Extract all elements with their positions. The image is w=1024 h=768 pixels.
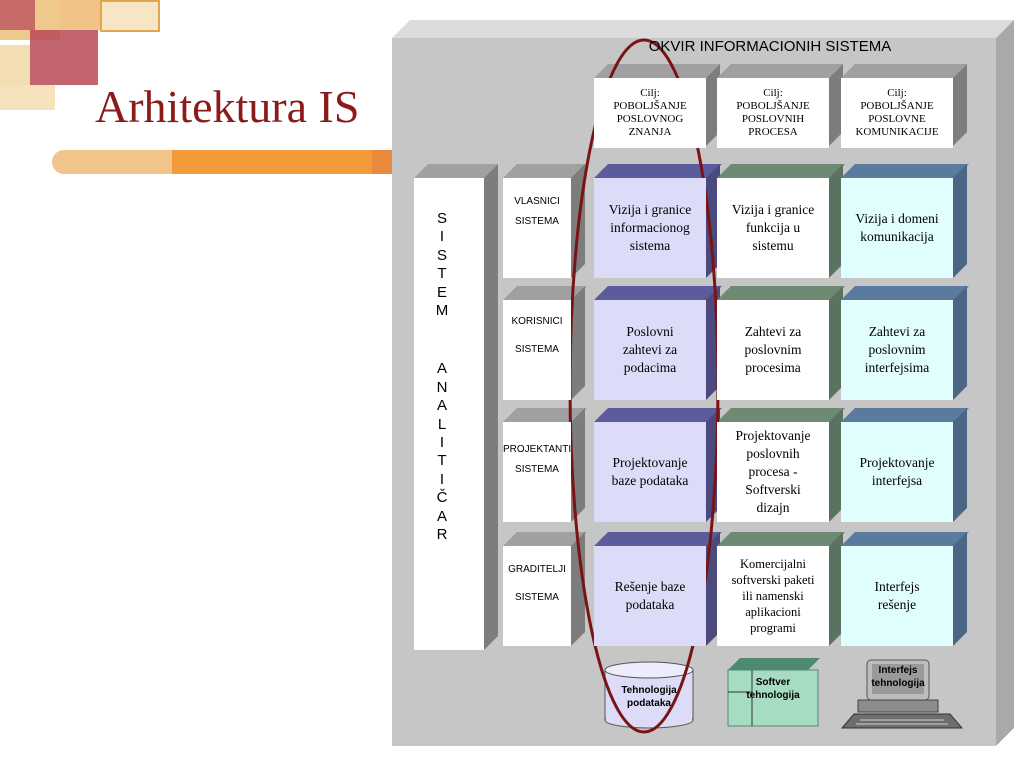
cell-text: Interfejs rešenje — [874, 579, 920, 612]
goal-line: POSLOVNOG — [616, 113, 684, 125]
goal-line: Cilj: — [763, 87, 783, 99]
cell-text: Vizija i domeni komunikacija — [855, 211, 939, 244]
software-technology-box-icon — [727, 658, 820, 727]
cell-text: Vizija i granice informacionog sistema — [608, 202, 692, 253]
analyst-letter: S — [436, 210, 447, 227]
role-line2: SISTEMA — [515, 344, 559, 355]
analyst-box-top — [414, 164, 498, 178]
analyst-letter: I — [439, 470, 445, 488]
role-line1: GRADITELJI — [508, 564, 566, 575]
cell-interface-owners: Vizija i domeni komunikacija — [841, 178, 953, 278]
interface-technology-computer-icon — [840, 659, 964, 729]
cell-text: Projektovanje interfejsa — [859, 455, 935, 488]
framework-title: OKVIR INFORMACIONIH SISTEMA — [648, 38, 892, 55]
cell-text: Rešenje baze podataka — [614, 579, 686, 612]
goal-line: POBOLJŠANJE — [860, 100, 934, 112]
cell-shadows — [594, 164, 969, 646]
role-line2: SISTEMA — [515, 464, 559, 475]
cell-text: Poslovni zahtevi za podacima — [622, 324, 678, 375]
cell-data-users: Poslovni zahtevi za podacima — [594, 300, 706, 400]
cell-process-users: Zahtevi za poslovnim procesima — [717, 300, 829, 400]
role-users: KORISNICI SISTEMA — [503, 300, 571, 400]
role-line2: SISTEMA — [515, 216, 559, 227]
cell-interface-builders: Interfejs rešenje — [841, 546, 953, 646]
goal-line: Cilj: — [887, 87, 907, 99]
cell-text: Komercijalni softverski paketi ili namen… — [731, 557, 815, 635]
analyst-letter: N — [436, 378, 448, 396]
role-line1: PROJEKTANTI — [503, 444, 572, 455]
goal-knowledge: Cilj: POBOLJŠANJE POSLOVNOG ZNANJA — [594, 78, 706, 148]
cell-data-owners: Vizija i granice informacionog sistema — [594, 178, 706, 278]
goal-line: Cilj: — [640, 87, 660, 99]
analyst-letter: Č — [436, 489, 448, 507]
cell-text: Zahtevi za poslovnim interfejsima — [864, 324, 930, 375]
role-designers: PROJEKTANTI SISTEMA — [503, 422, 571, 522]
analyst-letter: A — [436, 360, 447, 378]
cell-text: Projektovanje poslovnih procesa - Softve… — [735, 428, 811, 515]
cell-data-builders: Rešenje baze podataka — [594, 546, 706, 646]
role-builders: GRADITELJI SISTEMA — [503, 546, 571, 646]
tech-line1: Softver — [755, 677, 791, 688]
role-line2: SISTEMA — [515, 592, 559, 603]
goal-line: POSLOVNIH — [741, 113, 805, 125]
goal-line: POBOLJŠANJE — [613, 100, 687, 112]
goal-line: POBOLJŠANJE — [736, 100, 810, 112]
analyst-letter: M — [435, 302, 449, 320]
tech-line2: tehnologija — [746, 690, 800, 701]
goal-processes: Cilj: POBOLJŠANJE POSLOVNIH PROCESA — [717, 78, 829, 148]
role-owners: VLASNICI SISTEMA — [503, 178, 571, 278]
analyst-letter: I — [439, 228, 445, 246]
cell-process-builders: Komercijalni softverski paketi ili namen… — [717, 546, 829, 646]
goal-line: PROCESA — [748, 126, 798, 138]
analyst-letter: A — [436, 397, 447, 415]
analyst-letter: L — [437, 415, 447, 433]
cell-interface-users: Zahtevi za poslovnim interfejsima — [841, 300, 953, 400]
analyst-letter: A — [436, 507, 447, 525]
software-technology-label: Softver tehnologija — [728, 676, 818, 702]
data-technology-label: Tehnologija podataka — [605, 684, 693, 710]
goal-line: POSLOVNE — [868, 113, 926, 125]
frame-right-face — [996, 20, 1014, 746]
slide-title: Arhitektura IS — [95, 81, 360, 132]
tech-line2: podataka — [627, 698, 671, 709]
analyst-box-side — [484, 164, 498, 650]
analyst-letter: T — [437, 265, 447, 283]
cell-data-designers: Projektovanje baze podataka — [594, 422, 706, 522]
tech-line1: Tehnologija — [621, 685, 677, 696]
frame-top-face — [392, 20, 1014, 38]
goal-line: KOMUNIKACIJE — [855, 126, 939, 138]
analyst-gap — [414, 320, 470, 360]
cell-text: Projektovanje baze podataka — [611, 455, 689, 488]
analyst-letter: E — [436, 283, 447, 301]
interface-technology-label: Interfejs tehnologija — [862, 664, 934, 690]
cell-text: Vizija i granice funkcija u sistemu — [731, 202, 815, 253]
analyst-box — [414, 178, 484, 650]
analyst-letter: T — [437, 452, 447, 470]
cell-process-designers: Projektovanje poslovnih procesa - Softve… — [717, 422, 829, 522]
cell-process-owners: Vizija i granice funkcija u sistemu — [717, 178, 829, 278]
cell-interface-designers: Projektovanje interfejsa — [841, 422, 953, 522]
analyst-letter: S — [436, 246, 447, 264]
goal-box-shadows — [594, 64, 967, 146]
goal-communication: Cilj: POBOLJŠANJE POSLOVNE KOMUNIKACIJE — [841, 78, 953, 148]
role-line1: KORISNICI — [511, 316, 563, 327]
tech-line1: Interfejs — [878, 665, 918, 676]
analyst-letter: R — [436, 526, 448, 544]
analyst-letter: I — [439, 434, 445, 452]
role-line1: VLASNICI — [514, 196, 560, 207]
goal-line: ZNANJA — [628, 126, 672, 138]
tech-line2: tehnologija — [871, 678, 925, 689]
cell-text: Zahtevi za poslovnim procesima — [744, 324, 802, 375]
